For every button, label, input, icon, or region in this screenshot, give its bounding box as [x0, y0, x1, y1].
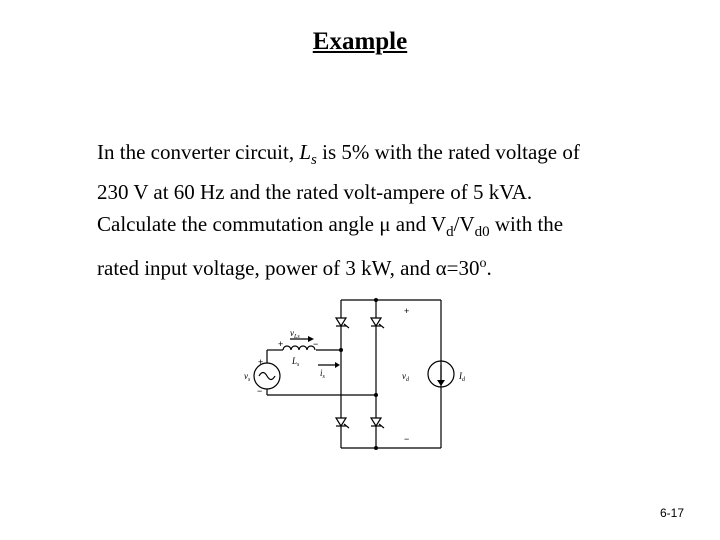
- converter-circuit-diagram: vs vLs Ls is vd Id + − + − + −: [244, 298, 466, 450]
- label-Ls: Ls: [291, 356, 300, 368]
- plus-sign-source: +: [258, 357, 263, 367]
- label-vs: vs: [244, 371, 251, 383]
- problem-line-2: 230 V at 60 Hz and the rated volt-ampere…: [97, 180, 533, 205]
- thyristor-top-right: [369, 317, 385, 329]
- thyristor-bottom-left: [334, 417, 350, 429]
- minus-sign-dc: −: [404, 434, 409, 444]
- minus-sign-source: −: [257, 386, 262, 396]
- problem-line-4: rated input voltage, power of 3 kW, and …: [97, 256, 492, 281]
- label-vLs: vLs: [290, 328, 300, 340]
- thyristor-bottom-right: [369, 417, 385, 429]
- label-Id: Id: [458, 371, 466, 383]
- problem-line-1: In the converter circuit, Ls is 5% with …: [97, 140, 580, 169]
- label-is: is: [320, 368, 326, 380]
- plus-sign-dc: +: [404, 306, 409, 316]
- thyristor-top-left: [334, 317, 350, 329]
- problem-line-3: Calculate the commutation angle μ and Vd…: [97, 212, 564, 241]
- plus-sign-inductor: +: [278, 339, 283, 349]
- minus-sign-inductor: −: [313, 339, 318, 349]
- page-number: 6-17: [659, 506, 684, 520]
- slide-title: Example: [312, 28, 408, 55]
- label-vd: vd: [402, 371, 410, 383]
- problem-statement: In the converter circuit, Ls is 5% with …: [97, 136, 697, 284]
